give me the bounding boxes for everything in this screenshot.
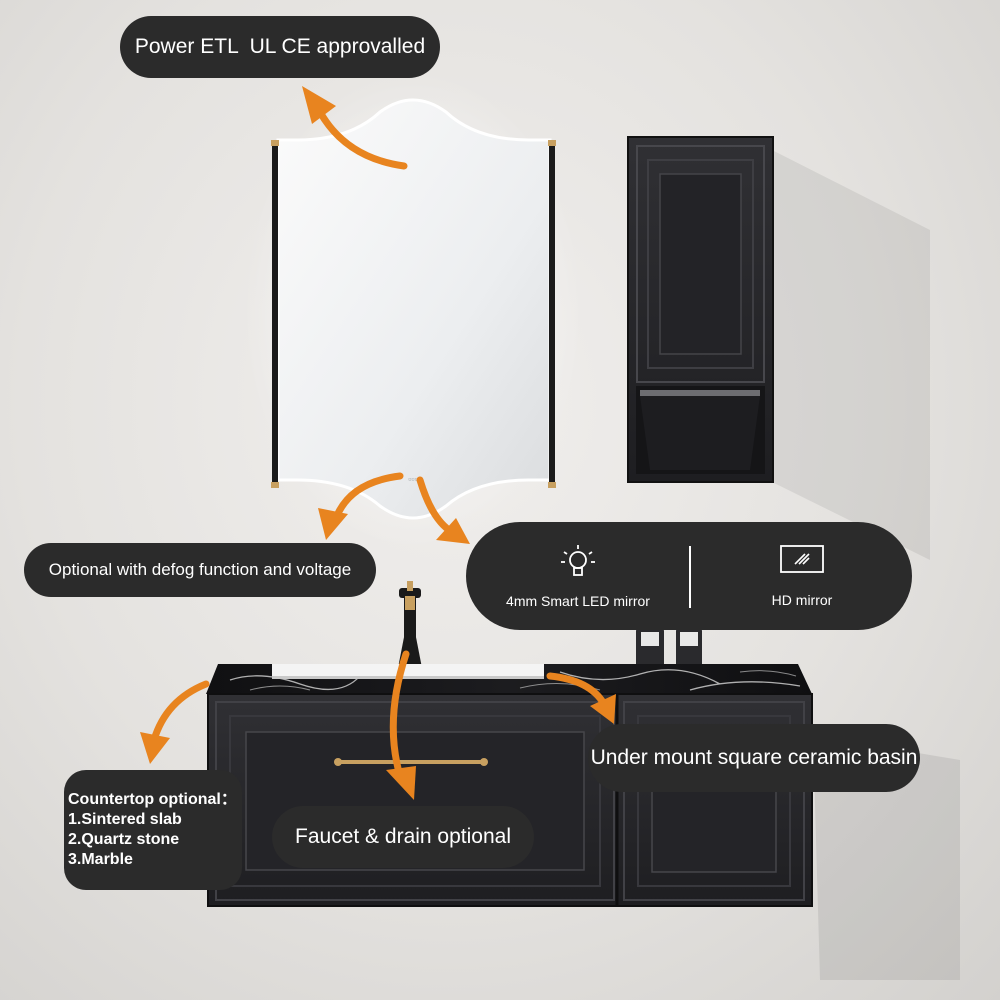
- marble-countertop: [206, 664, 812, 694]
- feature-smart-led: 4mm Smart LED mirror: [466, 522, 690, 630]
- side-cabinet-shadow: [772, 150, 930, 560]
- led-mirror: ▫▫▫: [271, 98, 556, 520]
- power-certification-label: Power ETL UL CE approvalled: [120, 16, 440, 78]
- defog-option-text: Optional with defog function and voltage: [48, 560, 352, 579]
- countertop-options-title: Countertop optional：: [68, 791, 237, 808]
- svg-text:▫▫▫: ▫▫▫: [408, 474, 418, 484]
- mirror-features-panel: 4mm Smart LED mirror HD mirror: [466, 522, 912, 630]
- power-certification-text: Power ETL UL CE approvalled: [134, 35, 426, 58]
- lightbulb-icon: [561, 545, 595, 576]
- countertop-options-label: Countertop optional： 1.Sintered slab 2.Q…: [64, 770, 242, 890]
- feature-smart-led-label: 4mm Smart LED mirror: [506, 593, 650, 609]
- toiletry-bottles: [636, 628, 702, 668]
- countertop-option-quartz-stone: 2.Quartz stone: [68, 831, 180, 848]
- basin-label: Under mount square ceramic basin: [588, 724, 920, 792]
- feature-hd-mirror: HD mirror: [692, 522, 912, 630]
- countertop-option-marble: 3.Marble: [68, 851, 133, 868]
- mirror-icon: [780, 545, 824, 573]
- feature-divider: [689, 546, 691, 608]
- wall-cabinet: [627, 136, 774, 483]
- feature-hd-mirror-label: HD mirror: [771, 592, 833, 608]
- countertop-option-sintered-slab: 1.Sintered slab: [68, 811, 182, 828]
- faucet-drain-label: Faucet & drain optional: [272, 806, 534, 868]
- basin-text: Under mount square ceramic basin: [590, 746, 918, 769]
- defog-option-label: Optional with defog function and voltage: [24, 543, 376, 597]
- faucet-drain-text: Faucet & drain optional: [295, 825, 511, 848]
